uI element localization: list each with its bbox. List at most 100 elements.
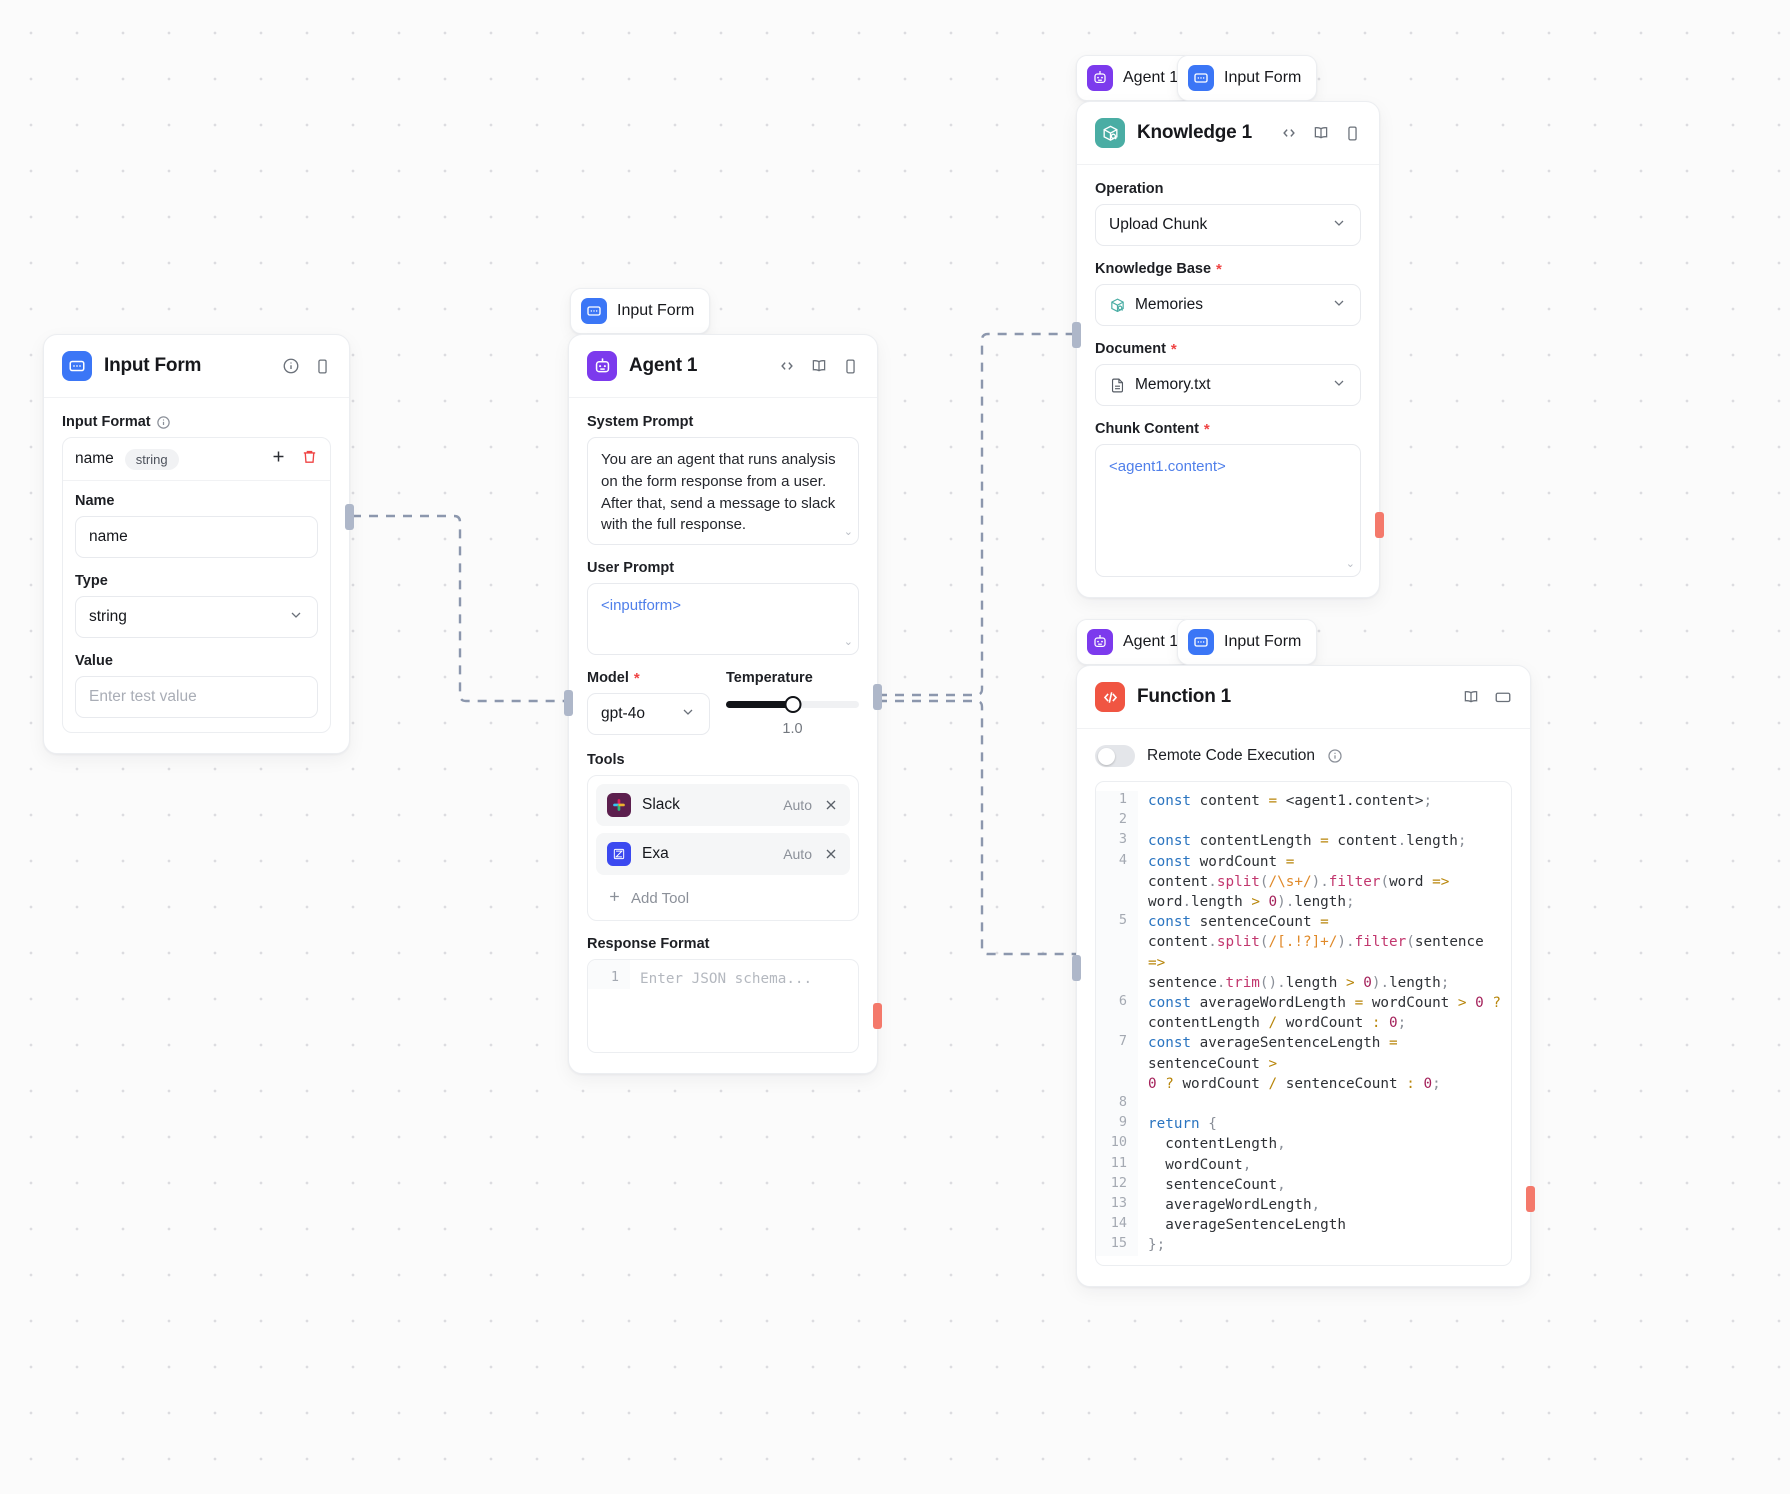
file-icon <box>1109 377 1126 394</box>
line-number: 10 <box>1096 1134 1138 1155</box>
remote-code-execution-toggle[interactable] <box>1095 745 1135 767</box>
code-line-row: 15}; <box>1096 1235 1511 1256</box>
remote-code-execution-row[interactable]: Remote Code Execution <box>1095 745 1512 767</box>
code-tag-icon <box>1095 682 1125 712</box>
tools-label: Tools <box>587 752 625 768</box>
user-prompt-textarea[interactable]: <inputform> ⌄ <box>587 583 859 655</box>
line-number: 1 <box>1096 791 1138 812</box>
form-icon <box>1188 65 1214 91</box>
code-icon[interactable] <box>1280 124 1298 142</box>
book-icon[interactable] <box>1462 688 1480 706</box>
form-icon <box>62 351 92 381</box>
code-line-row: 14 averageSentenceLength <box>1096 1215 1511 1236</box>
port-input-function[interactable] <box>1072 955 1081 981</box>
phone-icon[interactable] <box>842 358 859 375</box>
resize-handle-icon[interactable]: ⌄ <box>843 636 853 649</box>
code-line-content <box>1138 811 1511 831</box>
format-key: name <box>75 450 114 467</box>
port-output-function[interactable] <box>1526 1186 1535 1212</box>
node-input-form[interactable]: Input Form Input Format <box>43 334 354 754</box>
port-error-agent[interactable] <box>873 1003 882 1029</box>
chunk-content-label: Chunk Content * <box>1095 420 1210 438</box>
temperature-slider[interactable] <box>726 693 859 715</box>
phone-icon[interactable] <box>1344 125 1361 142</box>
close-icon[interactable] <box>823 846 839 862</box>
tool-row-slack[interactable]: Slack Auto <box>596 784 850 826</box>
value-label: Value <box>75 653 113 669</box>
code-line-content: const contentLength = content.length; <box>1148 833 1467 850</box>
tool-mode[interactable]: Auto <box>783 846 812 862</box>
line-number: 9 <box>1096 1114 1138 1135</box>
operation-label: Operation <box>1095 181 1164 197</box>
info-icon[interactable] <box>1327 748 1343 764</box>
line-number: 12 <box>1096 1174 1138 1196</box>
line-number: 6 <box>1096 993 1138 1034</box>
tool-mode[interactable]: Auto <box>783 797 812 813</box>
port-input-knowledge[interactable] <box>1072 322 1081 348</box>
code-line-row: 2 <box>1096 811 1511 832</box>
source-pill-agent-function[interactable]: Agent 1 <box>1076 619 1195 665</box>
port-output-input-form[interactable] <box>345 504 354 530</box>
source-pill-agent-knowledge[interactable]: Agent 1 <box>1076 55 1195 101</box>
node-header: Knowledge 1 <box>1077 102 1379 165</box>
operation-select[interactable]: Upload Chunk <box>1095 204 1361 246</box>
node-body: System Prompt You are an agent that runs… <box>569 398 877 1073</box>
code-line-content <box>1138 1094 1511 1114</box>
book-icon[interactable] <box>1312 124 1330 142</box>
system-prompt-textarea[interactable]: You are an agent that runs analysis on t… <box>587 437 859 545</box>
response-format-label: Response Format <box>587 936 710 952</box>
input-format-label: Input Format <box>62 414 331 430</box>
model-select[interactable]: gpt-4o <box>587 693 710 735</box>
line-number: 15 <box>1096 1235 1138 1256</box>
format-type-pill: string <box>124 448 179 470</box>
line-number: 2 <box>1096 811 1138 832</box>
node-knowledge[interactable]: Knowledge 1 <box>1072 101 1384 598</box>
format-row-header: name string <box>63 438 330 481</box>
response-format-editor[interactable]: 1 Enter JSON schema... <box>587 959 859 1053</box>
code-line-content: }; <box>1148 1237 1166 1254</box>
node-function[interactable]: Function 1 Remote Code Execution <box>1072 665 1535 1287</box>
node-agent[interactable]: Agent 1 Sy <box>564 334 882 1074</box>
plus-icon <box>607 889 622 908</box>
value-input[interactable]: Enter test value <box>75 676 318 718</box>
resize-handle-icon[interactable]: ⌄ <box>1345 558 1355 571</box>
chevron-down-icon <box>1331 215 1347 236</box>
port-output-knowledge[interactable] <box>1375 512 1384 538</box>
document-select[interactable]: Memory.txt <box>1095 364 1361 406</box>
source-pill-input-form-agent[interactable]: Input Form <box>570 288 711 334</box>
knowledge-base-select[interactable]: Memories <box>1095 284 1361 326</box>
tool-row-exa[interactable]: Exa Auto <box>596 833 850 875</box>
code-line-row: 1 const content = <agent1.content>; <box>1096 791 1511 812</box>
code-line-row: 12 sentenceCount, <box>1096 1174 1511 1196</box>
phone-icon[interactable] <box>314 358 331 375</box>
close-icon[interactable] <box>823 797 839 813</box>
info-icon[interactable] <box>156 415 171 430</box>
chunk-content-textarea[interactable]: <agent1.content> ⌄ <box>1095 444 1361 577</box>
info-icon[interactable] <box>282 357 300 375</box>
port-output-agent[interactable] <box>873 684 882 710</box>
code-icon[interactable] <box>778 357 796 375</box>
trash-icon[interactable] <box>301 448 318 470</box>
code-line-content: return { <box>1148 1116 1217 1133</box>
type-select[interactable]: string <box>75 596 318 638</box>
code-line-content: const wordCount = content.split(/\s+/).f… <box>1148 853 1458 911</box>
plus-icon[interactable] <box>270 448 287 470</box>
book-icon[interactable] <box>810 357 828 375</box>
temperature-label: Temperature <box>726 670 813 686</box>
model-label: Model * <box>587 669 640 687</box>
pill-label: Input Form <box>617 302 695 319</box>
chevron-down-icon <box>1331 375 1347 396</box>
code-line-content: sentenceCount, <box>1148 1176 1286 1193</box>
resize-handle-icon[interactable]: ⌄ <box>843 526 853 539</box>
source-pill-input-form-function[interactable]: Input Form <box>1177 619 1318 665</box>
line-number: 14 <box>1096 1215 1138 1236</box>
window-icon[interactable] <box>1494 688 1512 706</box>
add-tool-button[interactable]: Add Tool <box>596 882 850 912</box>
name-input[interactable]: name <box>75 516 318 558</box>
port-input-agent[interactable] <box>564 690 573 716</box>
source-pill-input-form-knowledge[interactable]: Input Form <box>1177 55 1318 101</box>
user-prompt-label: User Prompt <box>587 560 675 576</box>
code-line-content: const content = <agent1.content>; <box>1148 793 1433 809</box>
